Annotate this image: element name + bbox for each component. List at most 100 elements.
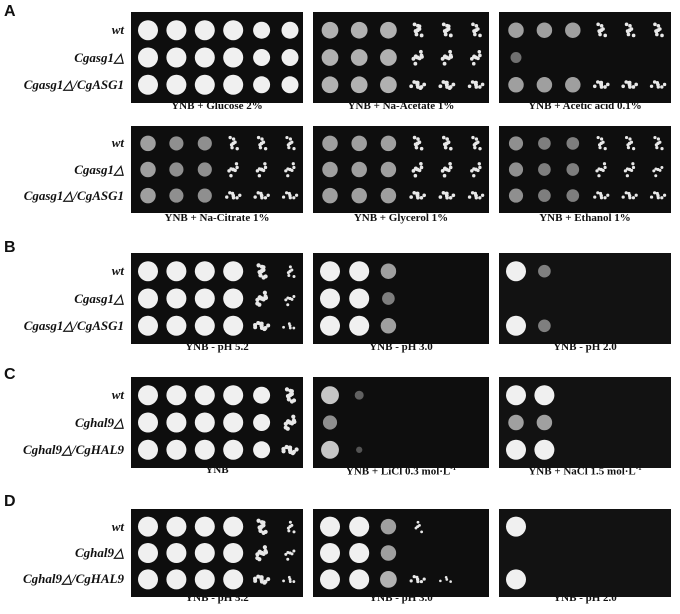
strain-label: Cgasg1△ bbox=[74, 49, 124, 65]
yeast-spot bbox=[169, 188, 184, 203]
colony-dot bbox=[477, 162, 481, 166]
colony-dot bbox=[603, 33, 608, 38]
yeast-spot bbox=[506, 569, 526, 590]
yeast-spot bbox=[194, 412, 215, 433]
colony-dot bbox=[445, 578, 449, 581]
colony-dot bbox=[284, 387, 290, 392]
condition-caption: YNB + Ethanol 1% bbox=[499, 212, 671, 224]
yeast-spot bbox=[349, 288, 370, 309]
condition-caption-text: YNB + LiCl 0.3 mol·L bbox=[345, 465, 451, 478]
colony-dot bbox=[471, 61, 476, 66]
colony-dot bbox=[422, 82, 427, 87]
condition-caption-text: YNB - pH 3.0 bbox=[369, 592, 433, 604]
condition-caption: YNB + LiCl 0.3 mol·L-1 bbox=[313, 464, 489, 478]
yeast-spot bbox=[197, 188, 212, 203]
colony-dot bbox=[256, 574, 261, 579]
colony-dot bbox=[599, 80, 604, 85]
colony-dot bbox=[225, 195, 229, 199]
yeast-spot bbox=[140, 161, 156, 178]
colony-dot bbox=[442, 142, 447, 147]
colony-dot bbox=[229, 174, 233, 178]
colony-dot bbox=[440, 56, 445, 61]
colony-dot bbox=[256, 135, 261, 140]
colony-dot bbox=[442, 61, 447, 66]
colony-dot bbox=[470, 80, 475, 84]
colony-dot bbox=[634, 193, 638, 197]
colony-dot bbox=[656, 83, 660, 87]
colony-dot bbox=[259, 193, 264, 198]
colony-dot bbox=[658, 140, 662, 144]
colony-dot bbox=[259, 550, 264, 556]
colony-dot bbox=[624, 191, 628, 195]
plate-ynb-glycerol-1 bbox=[313, 126, 489, 213]
yeast-spot bbox=[166, 516, 187, 537]
colony-dot bbox=[409, 84, 414, 89]
yeast-spot bbox=[508, 414, 524, 431]
yeast-spot bbox=[138, 385, 158, 406]
yeast-spot bbox=[166, 47, 187, 68]
colony-dot bbox=[412, 22, 417, 27]
condition-caption-text: YNB + Glycerol 1% bbox=[353, 212, 449, 224]
yeast-spot bbox=[281, 49, 299, 66]
yeast-spot bbox=[138, 20, 158, 41]
colony-dot bbox=[288, 324, 292, 328]
yeast-spot bbox=[223, 569, 244, 590]
colony-dot bbox=[262, 545, 267, 550]
condition-caption-text: YNB + NaCl 1.5 mol·L bbox=[528, 465, 636, 478]
colony-dot bbox=[631, 33, 636, 38]
yeast-spot bbox=[138, 516, 158, 537]
yeast-spot bbox=[166, 315, 187, 336]
colony-dot bbox=[418, 86, 423, 91]
colony-dot bbox=[656, 24, 661, 28]
colony-dot bbox=[599, 196, 604, 200]
colony-dot bbox=[658, 168, 662, 172]
colony-dot bbox=[418, 49, 423, 54]
colony-dot bbox=[290, 168, 294, 173]
colony-dot bbox=[443, 166, 447, 171]
yeast-spot bbox=[380, 263, 397, 279]
yeast-spot bbox=[536, 414, 553, 431]
yeast-spot bbox=[536, 77, 553, 93]
colony-dot bbox=[259, 167, 264, 172]
yeast-spot bbox=[380, 76, 397, 94]
yeast-spot bbox=[506, 315, 526, 336]
panel-label-b: B bbox=[4, 239, 16, 256]
colony-dot bbox=[287, 529, 291, 533]
colony-dot bbox=[284, 169, 288, 173]
colony-dot bbox=[282, 325, 285, 329]
colony-dot bbox=[472, 29, 476, 33]
colony-dot bbox=[654, 29, 658, 33]
colony-dot bbox=[470, 191, 475, 195]
colony-dot bbox=[474, 137, 479, 141]
colony-dot bbox=[621, 195, 625, 199]
colony-dot bbox=[292, 274, 296, 278]
colony-dot bbox=[419, 579, 424, 584]
colony-dot bbox=[441, 190, 446, 195]
yeast-spot bbox=[380, 187, 397, 204]
colony-dot bbox=[412, 190, 417, 195]
yeast-spot bbox=[253, 49, 271, 66]
yeast-spot bbox=[321, 49, 339, 66]
yeast-spot bbox=[380, 161, 397, 178]
yeast-spot bbox=[166, 20, 187, 41]
colony-dot bbox=[471, 135, 475, 140]
colony-dot bbox=[467, 84, 472, 89]
colony-dot bbox=[418, 524, 421, 527]
colony-dot bbox=[623, 169, 628, 173]
yeast-spot bbox=[197, 162, 212, 177]
colony-dot bbox=[266, 323, 271, 328]
colony-dot bbox=[653, 135, 657, 140]
colony-dot bbox=[285, 135, 289, 140]
yeast-spot bbox=[356, 446, 363, 453]
colony-dot bbox=[416, 137, 420, 141]
colony-dot bbox=[414, 145, 419, 150]
yeast-spot bbox=[320, 261, 340, 282]
yeast-spot bbox=[253, 414, 271, 431]
yeast-spot bbox=[223, 543, 244, 563]
condition-caption-text: YNB + Glucose 2% bbox=[171, 100, 263, 112]
yeast-spot bbox=[350, 49, 368, 66]
strain-label: Cghal9△/CgHAL9 bbox=[22, 571, 124, 587]
colony-dot bbox=[259, 524, 264, 529]
yeast-spot bbox=[382, 292, 395, 305]
colony-dot bbox=[471, 22, 475, 27]
